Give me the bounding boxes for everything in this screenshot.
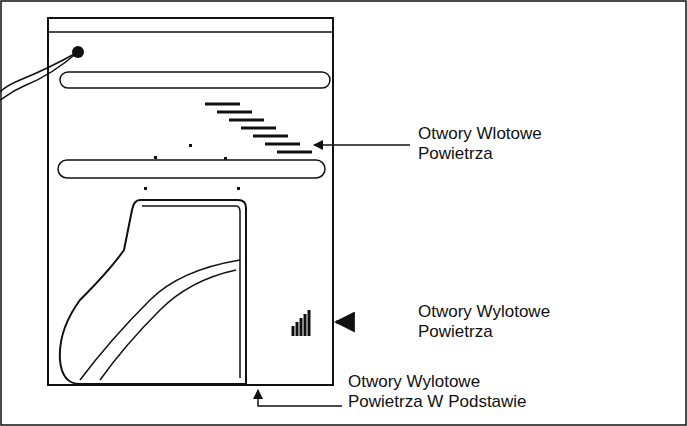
callout-label: Otwory Wylotowe Powietrza W Podstawie (348, 372, 548, 412)
heater-element (142, 206, 240, 378)
callout-label: Otwory Wlotowe Powietrza (418, 124, 578, 164)
dots (144, 144, 240, 190)
inlet-vents (205, 104, 312, 152)
top-edge (48, 31, 333, 33)
slot-bar (58, 160, 325, 178)
callout-label: Otwory Wylotowe Powietrza (418, 302, 618, 342)
slot-bar (60, 72, 330, 88)
leader-arrow (258, 390, 342, 406)
leader-arrow (336, 321, 350, 324)
device-housing (48, 18, 333, 385)
outlet-vents (293, 310, 309, 336)
heater-element (80, 260, 240, 380)
heater-element (100, 270, 236, 380)
power-cord (0, 52, 78, 100)
leader-arrow (314, 144, 410, 146)
heater-element (60, 200, 246, 384)
